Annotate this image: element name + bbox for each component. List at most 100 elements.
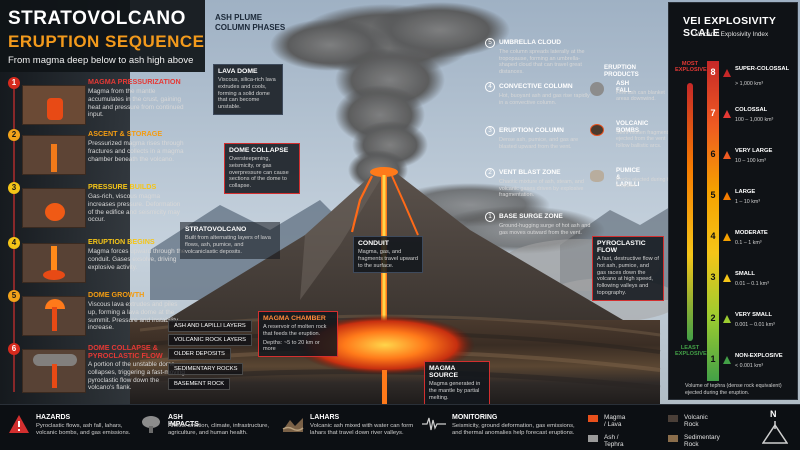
stage-title: ERUPTION BEGINS — [88, 237, 155, 246]
callout-title: LAVA DOME — [218, 68, 258, 75]
vei-level-volcano-icon — [723, 315, 731, 323]
magma-block-icon — [22, 296, 86, 336]
callout-title: MAGMA SOURCE — [429, 365, 459, 379]
plume-step-description: Hot, buoyant ash and gas rise rapidly in… — [499, 93, 590, 106]
plume-step-title: BASE SURGE ZONE — [499, 213, 563, 220]
vei-level-volcano-icon — [723, 69, 731, 77]
warning-icon — [9, 415, 29, 433]
magma-source-callout: MAGMA SOURCE Magma generated in the mant… — [424, 361, 490, 406]
layer-label-volcanic-rock: VOLCANIC ROCK LAYERS — [168, 334, 253, 346]
magma-block-icon — [22, 188, 86, 228]
layer-label-sedimentary: SEDIMENTARY ROCKS — [168, 363, 244, 375]
vei-color-scale — [707, 61, 719, 381]
plume-step-number: 1 — [485, 212, 495, 222]
north-indicator: N — [760, 409, 790, 447]
subtitle: From magma deep below to ash high above — [8, 55, 194, 66]
hazards-description: Pyroclastic flows, ash fall, lahars, vol… — [36, 423, 131, 437]
stage-number: 6 — [8, 343, 20, 355]
lava-dome-callout: LAVA DOME Viscous, silica-rich lava extr… — [213, 64, 283, 116]
plume-step-description: Ground-hugging surge of hot ash and gas … — [499, 223, 591, 236]
pyroclastic-flow-callout: PYROCLASTIC FLOW A fast, destructive flo… — [592, 236, 664, 301]
callout-depth: Depths: ~5 to 20 km or more — [263, 339, 320, 353]
vei-level-volcano-icon — [723, 233, 731, 241]
vei-level-volcano-icon — [723, 151, 731, 159]
layer-label-basement: BASEMENT ROCK — [168, 378, 231, 390]
callout-description: Viscous, silica-rich lava extrudes and c… — [218, 77, 276, 111]
stage-description: Magma from the mantle accumulates in the… — [88, 88, 184, 119]
vei-level-volcano-icon — [723, 110, 731, 118]
plume-step-number: 3 — [485, 126, 495, 136]
stage-description: Viscous lava extrudes and piles up, form… — [88, 301, 179, 332]
vei-level-label: SUPER-COLOSSAL — [735, 66, 790, 72]
magma-chamber-callout: MAGMA CHAMBER A reservoir of molten rock… — [258, 311, 338, 358]
title-line1: STRATOVOLCANO — [8, 8, 186, 29]
vei-level-number: 8 — [710, 67, 716, 77]
vei-level-volume: 1 – 10 km³ — [735, 199, 761, 205]
dome-collapse-callout: DOME COLLAPSE Oversteepening, seismicity… — [224, 143, 300, 195]
vei-subtitle: Volcanic Explosivity Index — [695, 31, 769, 38]
lahars-title: LAHARS — [310, 414, 340, 421]
legend-label-volcanic-rock: Volcanic Rock — [684, 414, 708, 428]
plume-title: ASH PLUME COLUMN PHASES — [215, 13, 285, 32]
vei-level-label: MODERATE — [735, 230, 768, 236]
vei-most-explosive: MOST EXPLOSIVE — [675, 61, 707, 74]
product-title: PUMICE & LAPILLI — [616, 167, 641, 188]
vei-most-line2: EXPLOSIVE — [675, 67, 707, 74]
lahars-description: Volcanic ash mixed with water can form l… — [310, 423, 414, 437]
vei-level-number: 7 — [710, 108, 716, 118]
callout-title: DOME COLLAPSE — [229, 147, 289, 154]
seismograph-icon — [422, 417, 446, 431]
product-description: Fine ash can blanket areas downwind. — [616, 90, 665, 103]
vei-level-label: VERY LARGE — [735, 148, 773, 154]
vei-least-line1: LEAST — [680, 345, 700, 351]
ash-impacts-description: Affects aviation, climate, infrastructur… — [168, 423, 270, 437]
vei-most-line1: MOST — [681, 61, 699, 67]
volcanic-bomb-icon — [590, 124, 604, 136]
stage-description: Pressurized magma rises through fracture… — [88, 140, 184, 163]
vei-level-label: COLOSSAL — [735, 107, 768, 113]
legend-label-magma: Magma / Lava — [604, 414, 626, 428]
stage-number: 5 — [8, 290, 20, 302]
magma-block-icon — [22, 349, 86, 393]
plume-step-number: 5 — [485, 38, 495, 48]
ash-cloud-icon — [142, 416, 160, 433]
product-title: ASH FALL — [616, 80, 632, 94]
stage-title: ASCENT & STORAGE — [88, 129, 163, 138]
title-line2: ERUPTION SEQUENCE — [8, 32, 205, 51]
ash-impacts-title: ASH IMPACTS — [168, 414, 199, 428]
plume-step-description: Chaotic mixture of ash, steam, and volca… — [499, 179, 584, 199]
north-label: N — [770, 409, 777, 419]
pumice-icon — [590, 170, 604, 182]
monitoring-title: MONITORING — [452, 414, 498, 421]
stage-number: 1 — [8, 77, 20, 89]
vei-title: VEI EXPLOSIVITY SCALE — [683, 15, 777, 39]
magma-block-icon — [22, 243, 86, 283]
plume-step-title: VENT BLAST ZONE — [499, 169, 561, 176]
callout-description: Oversteepening, seismicity, or gas overp… — [229, 156, 289, 190]
legend-label-ash: Ash / Tephra — [604, 434, 624, 448]
vei-level-volcano-icon — [723, 356, 731, 364]
legend-swatch-magma — [588, 415, 598, 422]
lahar-icon — [282, 418, 304, 432]
legend-swatch-volcanic-rock — [668, 415, 678, 422]
north-arrow-icon — [762, 421, 788, 444]
callout-description: Built from alternating layers of lava fl… — [185, 235, 271, 255]
stage-description: Magma forces upward through the conduit.… — [88, 248, 186, 271]
stage-title: DOME COLLAPSE & PYROCLASTIC FLOW — [88, 343, 163, 360]
plume-title-line1: ASH PLUME — [215, 13, 263, 22]
vei-level-number: 2 — [710, 313, 716, 323]
vei-level-number: 3 — [710, 272, 716, 282]
callout-title: STRATOVOLCANO — [185, 226, 247, 233]
vei-level-volume: 0.001 – 0.01 km³ — [735, 322, 775, 328]
plume-step-number: 4 — [485, 82, 495, 92]
product-description: Semi-molten fragments ejected from the v… — [616, 130, 671, 149]
vei-level-volume: > 1,000 km³ — [735, 81, 764, 87]
vei-level-number: 1 — [710, 354, 716, 364]
plume-step-title: CONVECTIVE COLUMN — [499, 83, 573, 90]
callout-title: PYROCLASTIC FLOW — [597, 240, 646, 254]
vei-level-label: LARGE — [735, 189, 756, 195]
hazards-title: HAZARDS — [36, 414, 71, 421]
product-description: Rocks ejected during the eruption. — [616, 177, 675, 190]
magma-block-icon — [22, 85, 86, 125]
products-heading: ERUPTION PRODUCTS — [604, 64, 639, 78]
